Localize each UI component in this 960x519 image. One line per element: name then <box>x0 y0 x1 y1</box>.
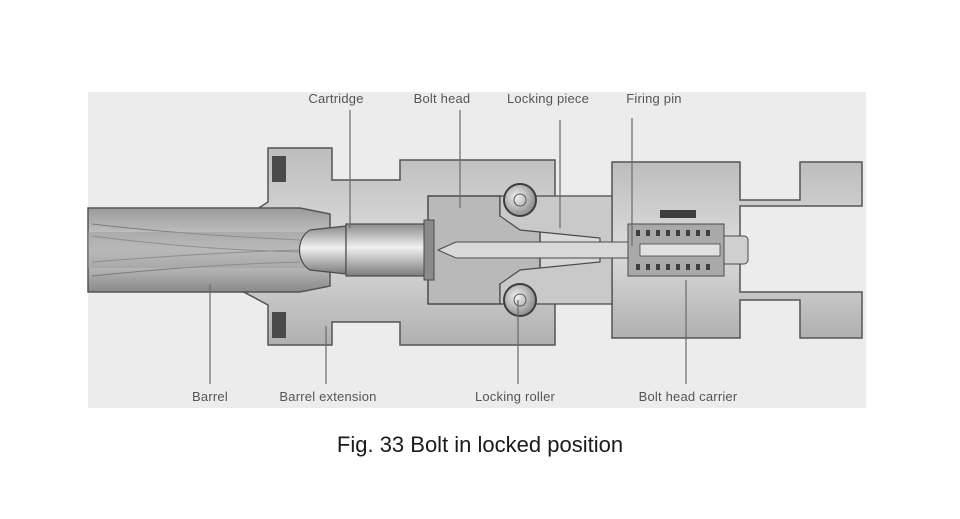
label-locking-roller: Locking roller <box>474 389 556 404</box>
locking-roller-bottom <box>503 283 537 317</box>
figure-caption: Fig. 33 Bolt in locked position <box>336 432 624 457</box>
label-barrel: Barrel <box>192 389 228 404</box>
leader-lines <box>209 110 687 384</box>
cartridge-case <box>345 223 427 277</box>
locking-piece-part <box>499 195 613 305</box>
firing-pin-rod <box>639 243 721 257</box>
label-bolt-head-carrier: Bolt head carrier <box>638 389 738 404</box>
bolt-head-carrier-slot <box>660 210 696 218</box>
label-barrel-extension: Barrel extension <box>279 389 377 404</box>
label-cartridge: Cartridge <box>308 91 364 106</box>
firing-pin-part <box>436 241 641 259</box>
cartridge-bullet <box>298 225 347 275</box>
firing-pin-spring-coils <box>636 230 710 270</box>
label-locking-piece: Locking piece <box>506 91 590 106</box>
barrel-bore <box>88 232 328 268</box>
barrel-extension-notch-top <box>272 156 286 182</box>
label-firing-pin: Firing pin <box>626 91 682 106</box>
barrel-extension-notch-bottom <box>272 312 286 338</box>
label-bolt-head: Bolt head <box>413 91 471 106</box>
cartridge-rim <box>423 219 435 281</box>
locking-roller-top <box>503 183 537 217</box>
